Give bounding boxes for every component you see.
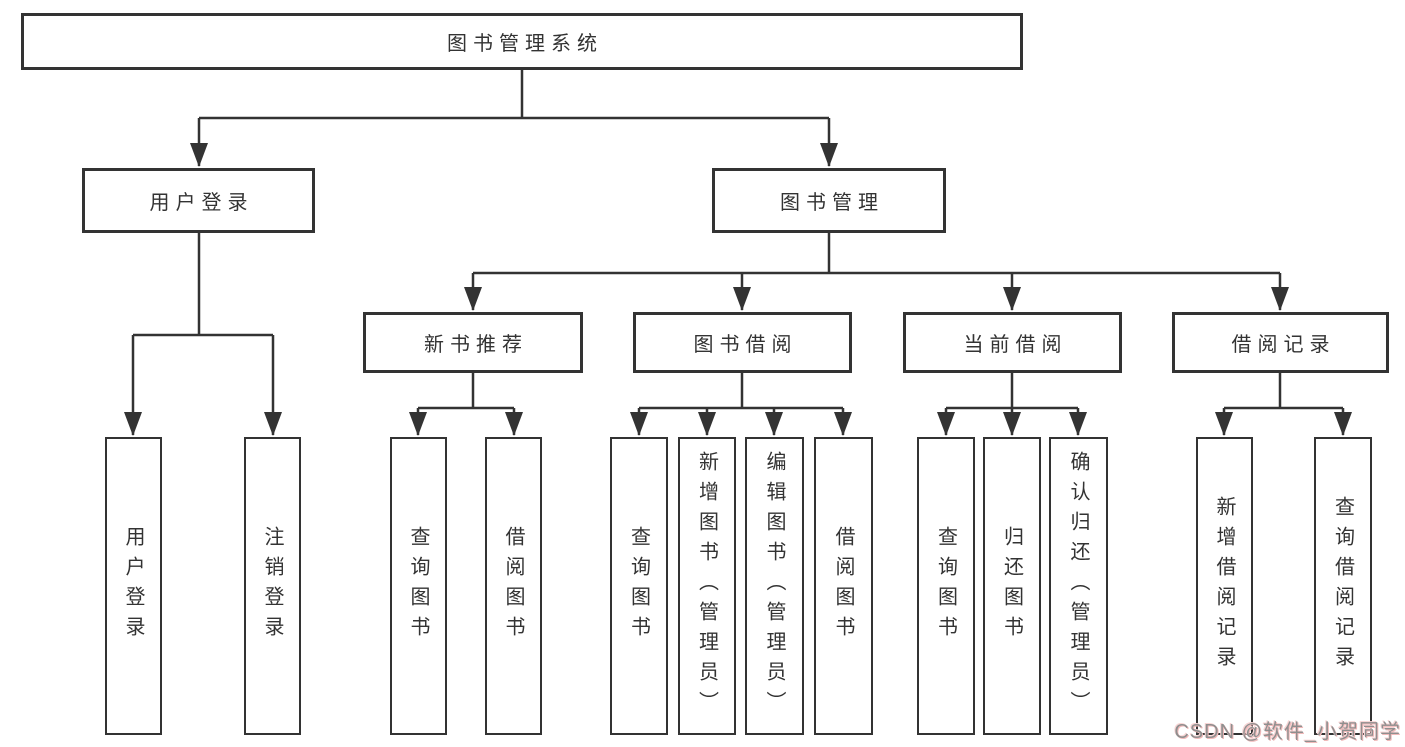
node-user-login: 用户登录 bbox=[82, 168, 315, 233]
leaf-label: 用户登录 bbox=[122, 526, 144, 646]
node-borrowing-records: 借阅记录 bbox=[1172, 312, 1389, 373]
node-library-management-system: 图书管理系统 bbox=[21, 13, 1023, 70]
leaf-label: 查询借阅记录 bbox=[1331, 496, 1354, 676]
leaf-return-books: 归还图书 bbox=[983, 437, 1041, 735]
leaf-logout: 注销登录 bbox=[244, 437, 301, 735]
node-book-management: 图书管理 bbox=[712, 168, 946, 233]
node-label: 用户登录 bbox=[149, 192, 254, 214]
connectors bbox=[124, 70, 1352, 436]
leaf-add-books-admin: 新增图书（管理员） bbox=[678, 437, 736, 735]
node-label: 图书管理系统 bbox=[447, 33, 603, 55]
leaf-label: 查询图书 bbox=[627, 526, 650, 646]
leaf-label: 借阅图书 bbox=[832, 526, 854, 646]
leaf-label: 查询图书 bbox=[934, 526, 957, 646]
leaf-query-books-recommend: 查询图书 bbox=[390, 437, 447, 735]
leaf-label: 注销登录 bbox=[261, 526, 283, 646]
node-label: 图书借阅 bbox=[693, 334, 798, 356]
node-book-borrowing: 图书借阅 bbox=[633, 312, 852, 373]
leaf-label: 确认归还（管理员） bbox=[1067, 451, 1089, 721]
leaf-add-borrow-record: 新增借阅记录 bbox=[1196, 437, 1253, 735]
leaf-label: 新增图书（管理员） bbox=[695, 451, 718, 721]
leaf-label: 归还图书 bbox=[1000, 526, 1023, 646]
leaf-borrow-books-recommend: 借阅图书 bbox=[485, 437, 542, 735]
leaf-confirm-return-admin: 确认归还（管理员） bbox=[1049, 437, 1108, 735]
leaf-label: 编辑图书（管理员） bbox=[763, 451, 785, 721]
leaf-edit-books-admin: 编辑图书（管理员） bbox=[745, 437, 804, 735]
watermark-text: CSDN @软件_小贺同学 bbox=[1174, 721, 1401, 743]
leaf-borrow-books: 借阅图书 bbox=[814, 437, 873, 735]
node-current-borrowing: 当前借阅 bbox=[903, 312, 1122, 373]
node-label: 图书管理 bbox=[780, 192, 884, 214]
leaf-label: 新增借阅记录 bbox=[1213, 496, 1235, 676]
node-new-book-recommendation: 新书推荐 bbox=[363, 312, 583, 373]
node-label: 新书推荐 bbox=[424, 334, 528, 356]
leaf-label: 查询图书 bbox=[407, 526, 429, 646]
node-label: 借阅记录 bbox=[1231, 334, 1336, 356]
leaf-query-books-borrow: 查询图书 bbox=[610, 437, 668, 735]
leaf-query-borrow-record: 查询借阅记录 bbox=[1314, 437, 1372, 735]
leaf-label: 借阅图书 bbox=[502, 526, 524, 646]
leaf-query-books-current: 查询图书 bbox=[917, 437, 975, 735]
leaf-user-login: 用户登录 bbox=[105, 437, 162, 735]
node-label: 当前借阅 bbox=[963, 334, 1068, 356]
